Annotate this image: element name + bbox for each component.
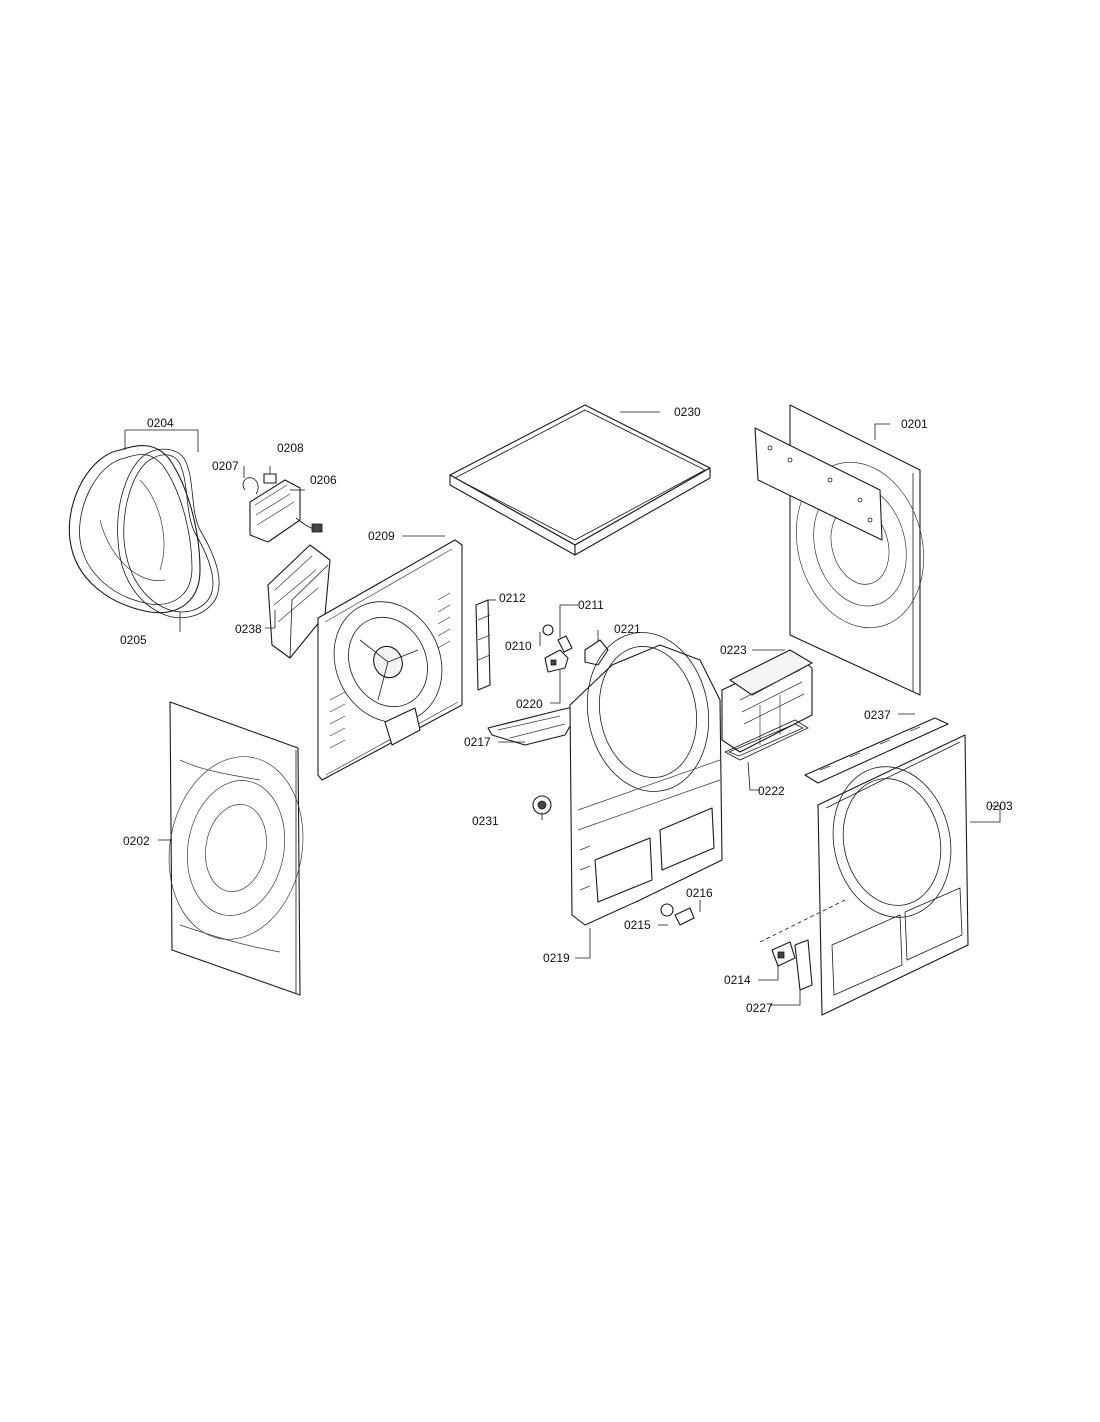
label-0205: 0205 bbox=[120, 633, 147, 647]
part-0227-catch-plate bbox=[794, 939, 813, 991]
part-0217-front-bracket bbox=[487, 704, 583, 746]
assembly-line bbox=[759, 899, 846, 943]
label-0206: 0206 bbox=[310, 473, 337, 487]
callout-labels: 0204 0205 0208 0207 0206 0209 0238 0230 … bbox=[120, 405, 1013, 1015]
label-0216: 0216 bbox=[686, 886, 713, 900]
part-0205-door-gasket-ring bbox=[117, 448, 220, 619]
part-0202-left-side-panel bbox=[168, 701, 304, 996]
label-0222: 0222 bbox=[758, 784, 785, 798]
part-0216-screw bbox=[674, 907, 695, 926]
label-0238: 0238 bbox=[235, 622, 262, 636]
part-0231-knob bbox=[532, 795, 552, 815]
part-0219-front-frame bbox=[569, 632, 723, 926]
label-0237: 0237 bbox=[864, 708, 891, 722]
part-0211-bolt bbox=[557, 635, 573, 653]
part-0209-rear-panel bbox=[317, 539, 463, 781]
label-0211: 0211 bbox=[578, 598, 604, 612]
label-0212: 0212 bbox=[499, 591, 526, 605]
part-0208-switch-clip bbox=[263, 473, 277, 484]
label-0217: 0217 bbox=[464, 735, 491, 749]
label-0203: 0203 bbox=[986, 799, 1013, 813]
part-0206-door-lock-housing bbox=[249, 479, 323, 543]
part-0223-filter-housing bbox=[721, 649, 814, 753]
part-0207-connector bbox=[242, 477, 259, 495]
part-0215-plug bbox=[660, 903, 674, 917]
part-0212-hinge-strip bbox=[475, 599, 491, 691]
part-0203-front-panel bbox=[817, 734, 969, 1016]
label-0209: 0209 bbox=[368, 529, 395, 543]
part-0222-filter-seal bbox=[724, 719, 809, 761]
label-0204: 0204 bbox=[147, 416, 174, 430]
label-0221: 0221 bbox=[614, 622, 641, 636]
label-0215: 0215 bbox=[624, 918, 651, 932]
label-0214: 0214 bbox=[724, 973, 751, 987]
label-0219: 0219 bbox=[543, 951, 570, 965]
label-0227: 0227 bbox=[746, 1001, 773, 1015]
label-0202: 0202 bbox=[123, 834, 150, 848]
label-0223: 0223 bbox=[720, 643, 747, 657]
part-0220-bracket bbox=[544, 649, 569, 673]
part-0201-right-side-panel bbox=[754, 404, 925, 696]
label-0208: 0208 bbox=[277, 441, 304, 455]
label-0207: 0207 bbox=[212, 459, 239, 473]
part-0214-door-catch bbox=[771, 941, 796, 967]
leader-lines bbox=[124, 411, 1001, 1006]
label-0201: 0201 bbox=[901, 417, 928, 431]
label-0230: 0230 bbox=[674, 405, 701, 419]
part-0230-top-cover bbox=[449, 404, 711, 556]
label-0231: 0231 bbox=[472, 814, 499, 828]
part-0221-latch bbox=[584, 639, 609, 666]
label-0210: 0210 bbox=[505, 639, 532, 653]
label-0220: 0220 bbox=[516, 697, 543, 711]
part-0204-door-seal bbox=[68, 445, 201, 614]
part-0237-top-rail bbox=[804, 717, 949, 784]
part-0210-screw bbox=[542, 624, 554, 636]
